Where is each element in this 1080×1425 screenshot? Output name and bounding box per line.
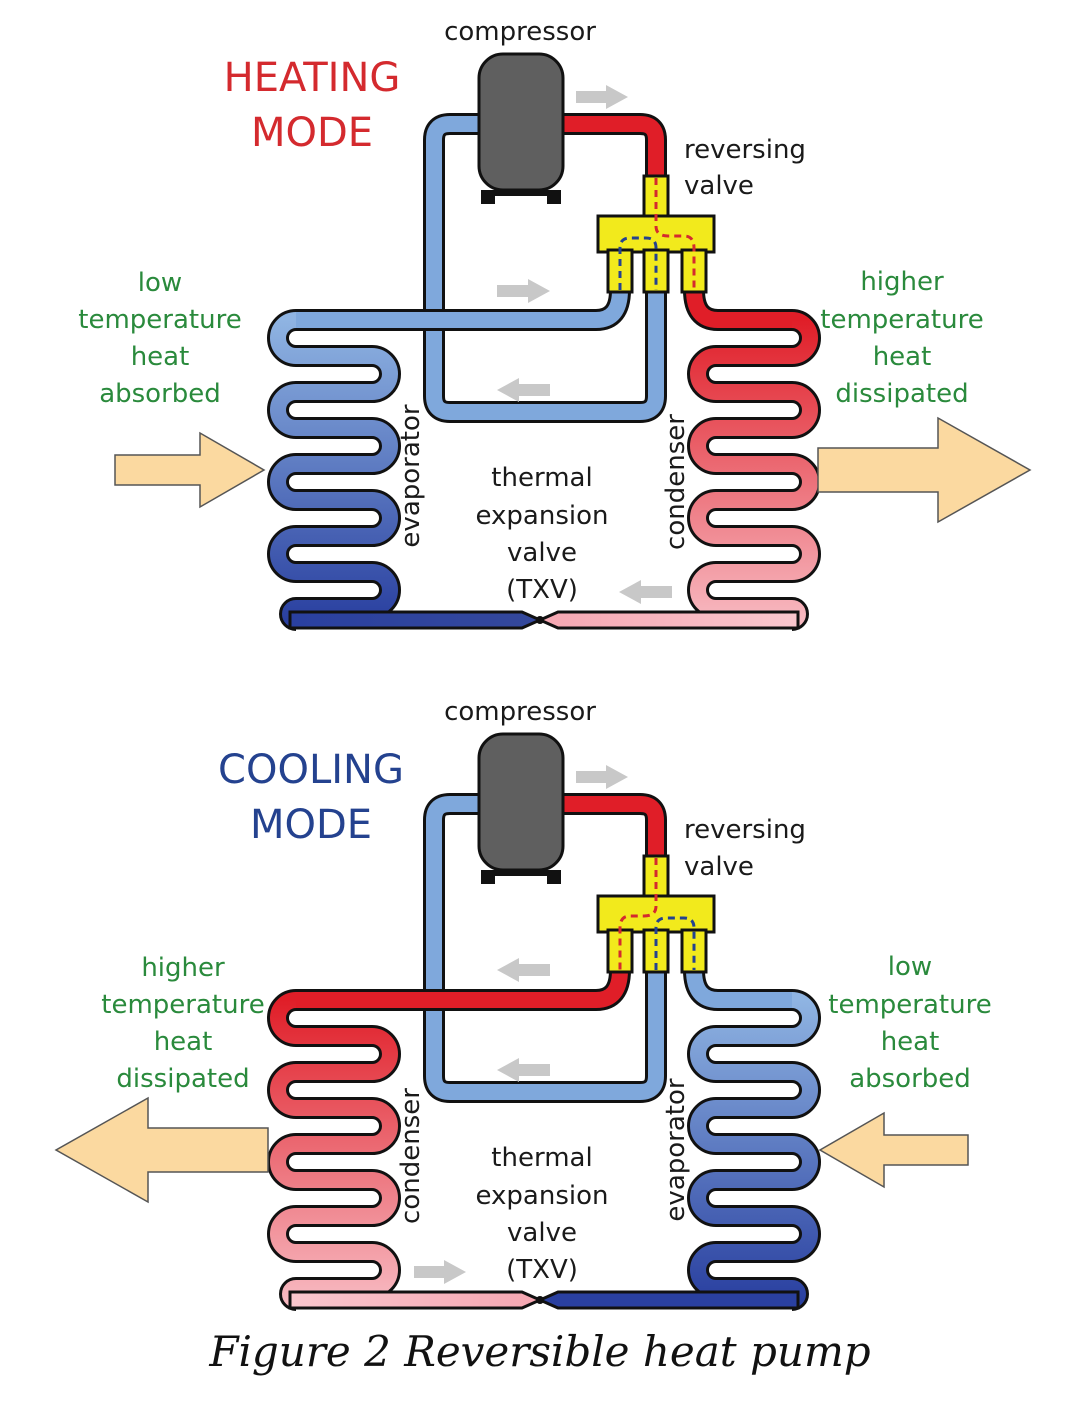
left-note: heat bbox=[131, 342, 190, 372]
txv-dot bbox=[536, 1296, 544, 1304]
valve-label: valve bbox=[684, 852, 754, 882]
mode-title: HEATING bbox=[224, 55, 401, 101]
heat-in-arrow-icon bbox=[114, 431, 266, 509]
txv-label: expansion bbox=[476, 1181, 609, 1211]
txv-label: (TXV) bbox=[506, 1255, 578, 1285]
compressor-icon bbox=[477, 732, 565, 886]
flow-arrow-icon bbox=[619, 580, 672, 604]
mode-title: COOLING bbox=[218, 747, 404, 793]
compressor-label: compressor bbox=[444, 17, 596, 47]
txv-line-right bbox=[536, 1290, 800, 1310]
compressor-label: compressor bbox=[444, 697, 596, 727]
reversing-valve bbox=[596, 174, 716, 294]
discharge-pipe bbox=[562, 793, 667, 860]
right-coil-label: evaporator bbox=[661, 1078, 691, 1221]
right-note: dissipated bbox=[835, 379, 968, 409]
txv-label: valve bbox=[507, 1218, 577, 1248]
txv-line-left bbox=[288, 610, 544, 630]
flow-arrow-icon bbox=[497, 279, 550, 303]
figure-caption: Figure 2 Reversible heat pump bbox=[208, 1327, 870, 1376]
left-note: absorbed bbox=[99, 379, 221, 409]
left-coil-label: evaporator bbox=[396, 404, 426, 547]
flow-arrow-icon bbox=[497, 378, 550, 402]
mode-title: MODE bbox=[251, 110, 373, 156]
right-note: higher bbox=[860, 267, 944, 297]
flow-arrow-icon bbox=[576, 765, 628, 789]
left-note: dissipated bbox=[116, 1064, 249, 1094]
right-note: temperature bbox=[820, 305, 983, 335]
left-note: heat bbox=[154, 1027, 213, 1057]
flow-arrow-icon bbox=[576, 85, 628, 109]
heating-diagram: HEATING MODE compressor reversing valve … bbox=[78, 17, 1032, 631]
txv-label: (TXV) bbox=[506, 575, 578, 605]
valve-label: reversing bbox=[684, 815, 806, 845]
mode-title: MODE bbox=[250, 802, 372, 848]
right-note: low bbox=[888, 952, 932, 982]
left-note: low bbox=[138, 268, 182, 298]
flow-arrow-icon bbox=[497, 958, 550, 982]
left-coil-label: condenser bbox=[396, 1088, 426, 1224]
flow-arrow-icon bbox=[497, 1058, 550, 1082]
compressor-icon bbox=[477, 52, 565, 206]
discharge-pipe bbox=[562, 113, 667, 180]
right-note: absorbed bbox=[849, 1064, 971, 1094]
valve-label: reversing bbox=[684, 135, 806, 165]
txv-label: valve bbox=[507, 538, 577, 568]
left-note: temperature bbox=[101, 990, 264, 1020]
txv-label: thermal bbox=[491, 1143, 592, 1173]
heat-in-arrow-icon bbox=[818, 1111, 969, 1189]
right-note: heat bbox=[881, 1027, 940, 1057]
flow-arrow-icon bbox=[414, 1260, 466, 1284]
txv-dot bbox=[536, 616, 544, 624]
heat-out-arrow-icon bbox=[54, 1096, 269, 1204]
heat-out-arrow-icon bbox=[817, 416, 1032, 524]
left-note: higher bbox=[141, 953, 225, 983]
left-note: temperature bbox=[78, 305, 241, 335]
txv-line-left bbox=[288, 1290, 544, 1310]
right-note: heat bbox=[873, 342, 932, 372]
right-note: temperature bbox=[828, 990, 991, 1020]
valve-label: valve bbox=[684, 171, 754, 201]
reversing-valve bbox=[596, 854, 716, 974]
txv-label: thermal bbox=[491, 463, 592, 493]
cooling-diagram: COOLING MODE compressor reversing valve … bbox=[54, 697, 992, 1311]
txv-label: expansion bbox=[476, 501, 609, 531]
right-coil-label: condenser bbox=[661, 414, 691, 550]
txv-line-right bbox=[536, 610, 800, 630]
